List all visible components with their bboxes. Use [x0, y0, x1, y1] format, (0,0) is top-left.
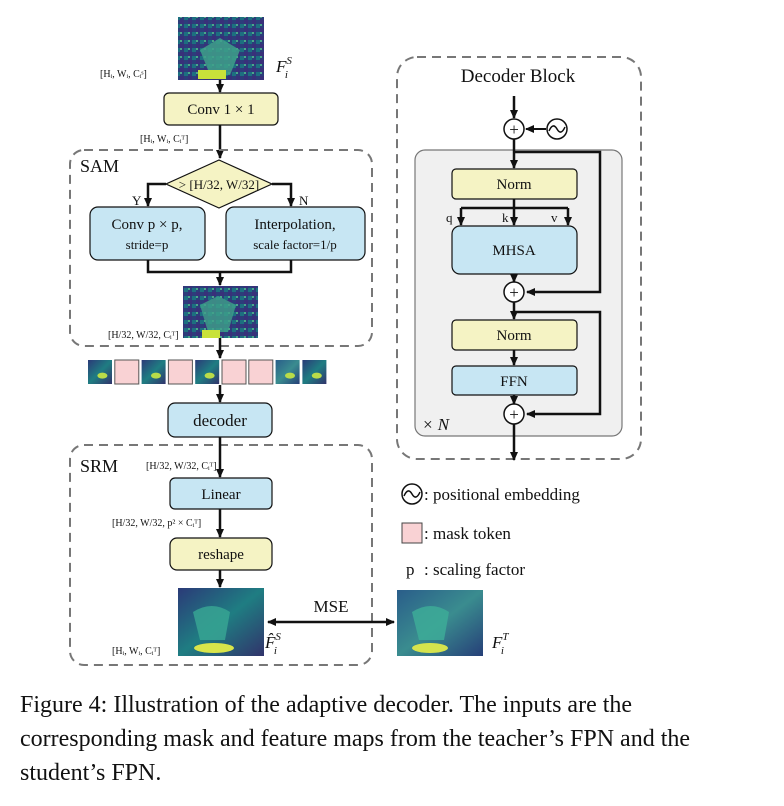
q-label: q: [446, 210, 453, 225]
decoder-output-shape: [H/32, W/32, Cᵢᵀ]: [146, 461, 217, 472]
feature-token: [88, 360, 112, 384]
interp-line1: Interpolation,: [254, 217, 335, 233]
ffn-label: FFN: [500, 374, 528, 390]
conv-p-line2: stride=p: [126, 237, 169, 252]
mask-token: [248, 359, 274, 385]
feature-token: [195, 360, 220, 384]
k-label: k: [502, 210, 509, 225]
feature-token-highlight: [151, 372, 161, 379]
feature-token: [141, 360, 166, 384]
decoder-block-title: Decoder Block: [461, 66, 576, 87]
linear-label: Linear: [201, 487, 240, 503]
figure-caption: Figure 4: Illustration of the adaptive d…: [20, 692, 691, 786]
legend-positional-text: : positional embedding: [424, 485, 580, 504]
conv-p-box: [89, 206, 206, 261]
token-sequence: [88, 359, 327, 385]
teacher-feature-map: [397, 590, 483, 656]
mse-label: MSE: [314, 597, 349, 616]
decoder-label: decoder: [193, 411, 247, 430]
svg-text:+: +: [509, 405, 519, 424]
condition-diamond: [164, 159, 274, 209]
feature-token: [275, 360, 300, 384]
feature-token: [302, 360, 327, 384]
interpolation-box: [225, 206, 366, 261]
legend-mask-icon: [401, 522, 423, 544]
feature-token-highlight: [97, 372, 108, 379]
srm-label: SRM: [80, 456, 118, 476]
reshape-label: reshape: [198, 547, 244, 563]
linear-output-shape: [H/32, W/32, p² × Cᵢᵀ]: [112, 518, 201, 529]
legend-mask-text: : mask token: [424, 524, 511, 543]
mask-token: [114, 359, 140, 385]
legend: : positional embedding : mask token p : …: [401, 483, 580, 579]
repeat-label: × N: [422, 415, 451, 434]
yes-label: Y: [132, 193, 142, 208]
mask-token: [167, 359, 193, 385]
conv1x1-label: Conv 1 × 1: [187, 102, 254, 118]
input-feature-map: [178, 17, 264, 80]
sam-output-shape: [H/32, W/32, Cᵢᵀ]: [108, 330, 179, 341]
condition-label: > [H/32, W/32]: [179, 177, 259, 192]
feature-token-highlight: [311, 372, 322, 379]
svg-text:+: +: [509, 283, 519, 302]
input-shape-label: [Hᵢ, Wᵢ, Cᵢˢ]: [100, 69, 147, 80]
feature-token-highlight: [285, 372, 295, 379]
sam-output-feature-map: [183, 286, 258, 338]
interp-line2: scale factor=1/p: [253, 237, 336, 252]
mhsa-label: MHSA: [492, 243, 536, 259]
output-shape-label: [Hᵢ, Wᵢ, Cᵢᵀ]: [112, 646, 160, 657]
conv-shape-label: [Hᵢ, Wᵢ, Cᵢᵀ]: [140, 134, 188, 145]
sam-label: SAM: [80, 156, 119, 176]
student-output-feature-map: [178, 588, 264, 656]
feature-token-highlight: [204, 372, 215, 379]
norm2-label: Norm: [497, 328, 532, 344]
no-label: N: [299, 193, 309, 208]
conv-p-line1: Conv p × p,: [112, 217, 183, 233]
legend-scaling-symbol: p: [406, 560, 415, 579]
v-label: v: [551, 210, 558, 225]
norm1-label: Norm: [497, 177, 532, 193]
svg-text:+: +: [509, 120, 519, 139]
mask-token: [221, 359, 247, 385]
legend-scaling-text: : scaling factor: [424, 560, 525, 579]
